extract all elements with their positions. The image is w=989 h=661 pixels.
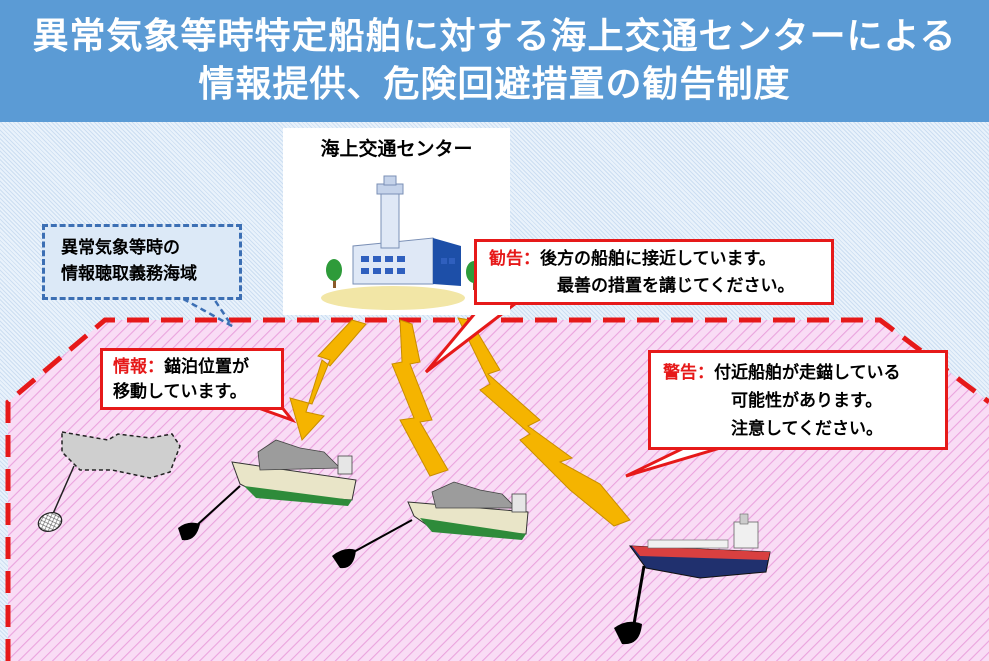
tree-icon bbox=[326, 259, 342, 288]
title-line-1: 異常気象等時特定船舶に対する海上交通センターによる bbox=[32, 16, 957, 57]
title-line-2: 情報提供、危険回避措置の勧告制度 bbox=[198, 64, 791, 105]
traffic-center-panel: 海上交通センター bbox=[283, 128, 510, 315]
warning-line-3: 注意してください。 bbox=[731, 419, 883, 439]
info-callout: 情報：錨泊位置が 移動しています。 bbox=[100, 348, 284, 410]
control-tower-icon bbox=[321, 175, 482, 310]
page-title: 異常気象等時特定船舶に対する海上交通センターによる 情報提供、危険回避措置の勧告… bbox=[0, 0, 989, 122]
area-callout: 異常気象等時の 情報聴取義務海域 bbox=[42, 224, 242, 300]
previous-anchor-position-ship bbox=[37, 431, 181, 533]
area-callout-line-1: 異常気象等時の bbox=[61, 238, 180, 258]
warning-tag: 警告： bbox=[663, 363, 714, 383]
info-tag: 情報： bbox=[113, 357, 164, 377]
warning-line-1: 付近船舶が走錨している bbox=[714, 363, 901, 383]
area-boundary-line bbox=[5, 317, 989, 661]
advice-callout: 勧告：後方の船舶に接近しています。 最善の措置を講じてください。 bbox=[474, 239, 834, 305]
info-line-1: 錨泊位置が bbox=[164, 357, 249, 377]
advice-line-1: 後方の船舶に接近しています。 bbox=[540, 249, 776, 269]
ship-icon-bulk-2 bbox=[332, 481, 529, 569]
lightning-signal-icon bbox=[289, 317, 631, 527]
info-line-2: 移動しています。 bbox=[113, 382, 247, 402]
area-callout-line-2: 情報聴取義務海域 bbox=[61, 264, 197, 284]
ship-icon-tanker bbox=[614, 513, 771, 645]
warning-callout: 警告：付近船舶が走錨している 可能性があります。 注意してください。 bbox=[648, 350, 948, 450]
ship-icon-bulk-1 bbox=[178, 439, 357, 541]
area-callout-tail bbox=[173, 294, 234, 328]
warning-line-2: 可能性があります。 bbox=[731, 391, 883, 411]
advice-line-2: 最善の措置を講じてください。 bbox=[557, 276, 795, 296]
traffic-center-label: 海上交通センター bbox=[320, 138, 473, 160]
advice-tag: 勧告： bbox=[489, 249, 540, 269]
